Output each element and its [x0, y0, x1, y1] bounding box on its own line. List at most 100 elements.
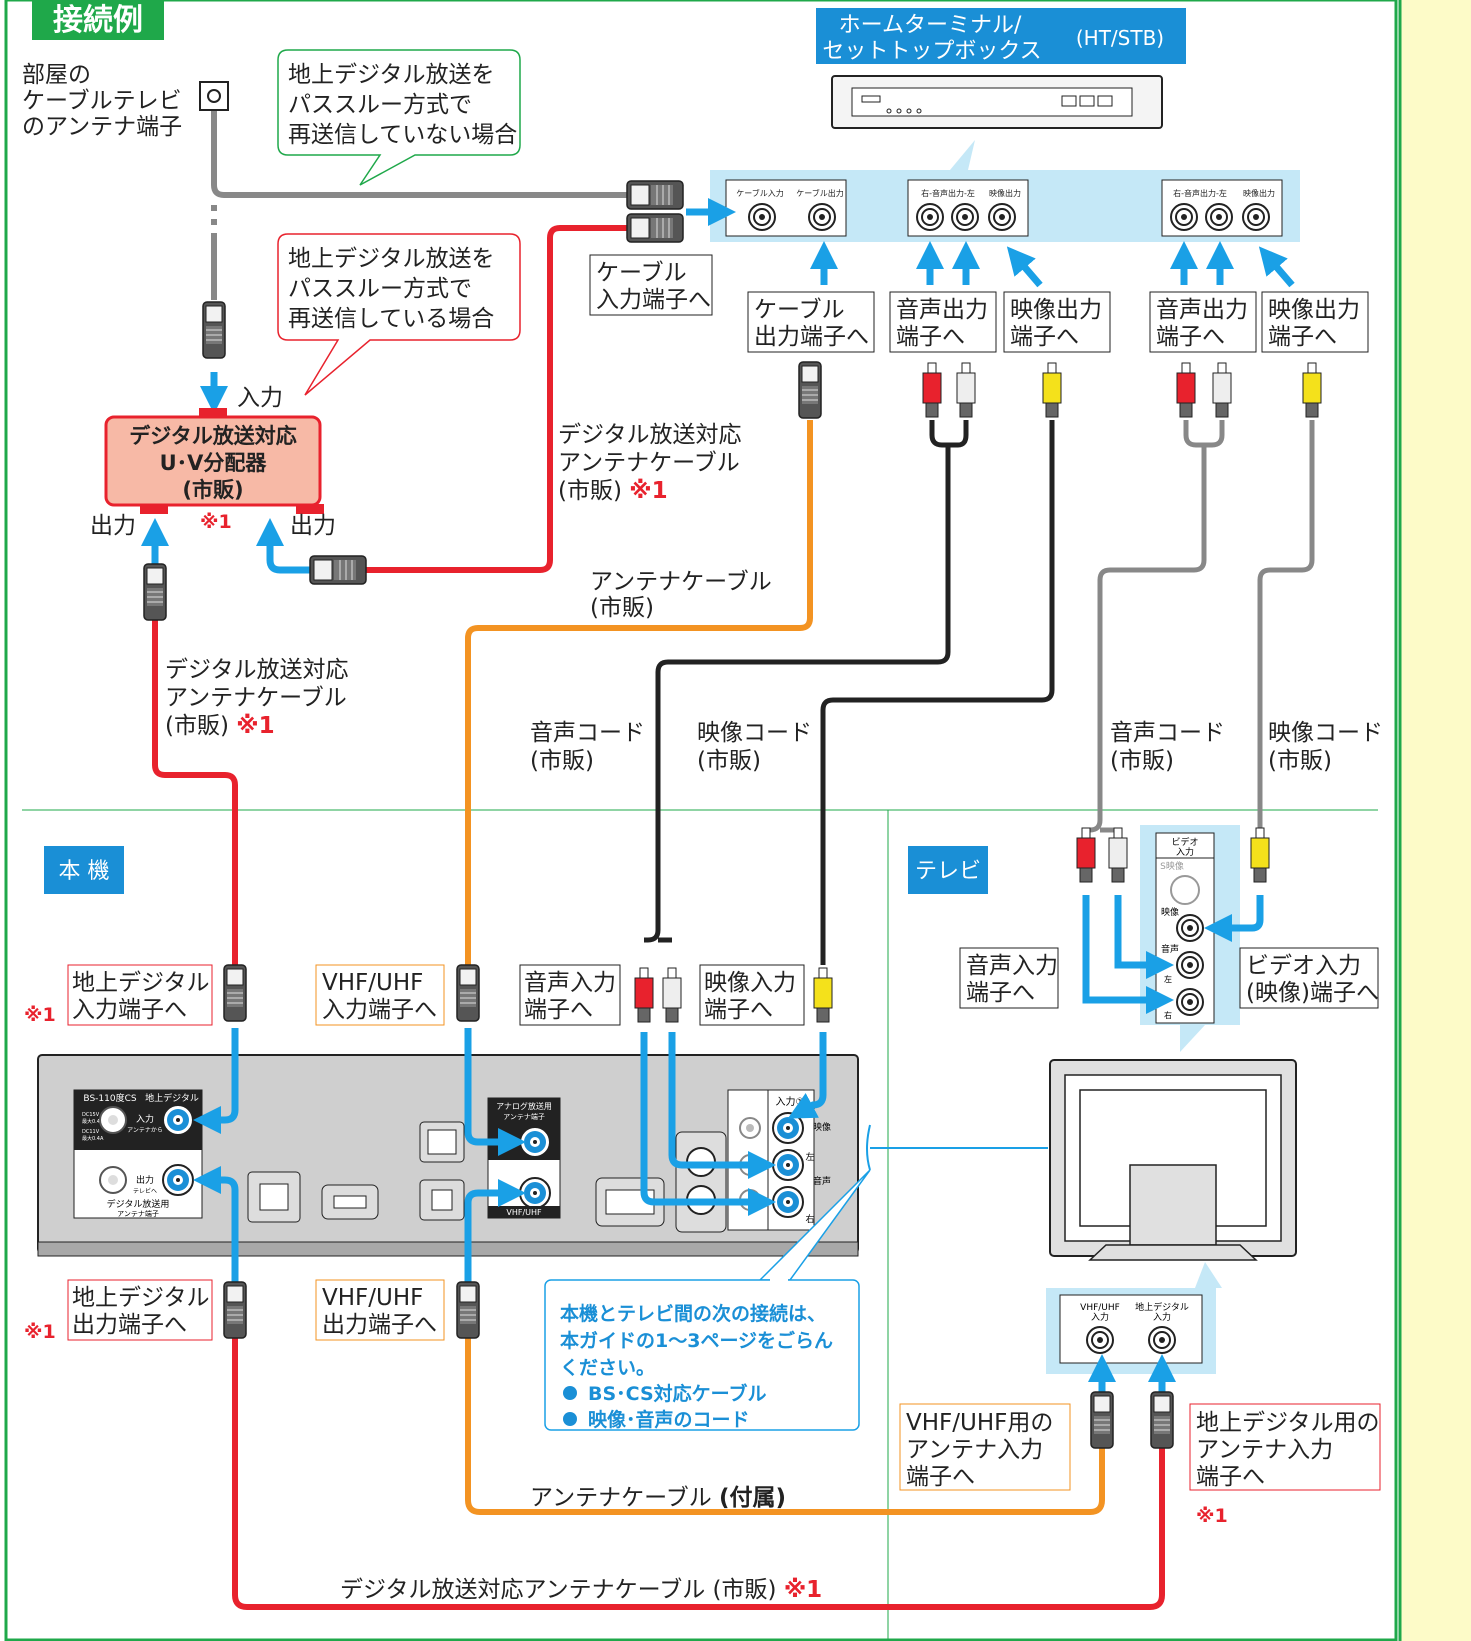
to-audio-out2-line1: 音声出力 — [1156, 297, 1248, 323]
tv-digital-label: 地上デジタル — [1135, 1301, 1189, 1313]
tv-audio-l-jack — [1176, 951, 1204, 979]
coax-plug-stb-out — [798, 361, 822, 419]
to-video-in-line2: 端子へ — [704, 997, 773, 1023]
rca-white-device — [662, 967, 682, 1023]
stb-title-line2: セットトップボックス — [822, 39, 1041, 64]
bubble1-line2: パススルー方式で — [288, 92, 472, 118]
tv-vhf-in-label: 入力 — [1091, 1311, 1109, 1323]
digital-cable-left-line2: アンテナケーブル — [165, 685, 347, 711]
rca-red-tv — [1076, 827, 1096, 883]
to-tv-digital-in-line1: 地上デジタル用の — [1196, 1410, 1380, 1436]
to-video-in-line1: 映像入力 — [704, 970, 796, 996]
mark-digital-in: ※1 — [24, 1004, 56, 1026]
info-box: 本機とテレビ間の次の接続は、 本ガイドの1〜3ページをごらん ください。 BS･… — [544, 1169, 871, 1431]
stb-cable-out-jack — [808, 203, 836, 231]
panel-antenna-terminal: アンテナ端子 — [117, 1209, 159, 1218]
this-unit-label: 本 機 — [59, 859, 110, 884]
to-digital-out-line2: 出力端子へ — [72, 1312, 187, 1338]
digital-cable-left-line3: (市販) ※1 — [165, 713, 275, 739]
info-line2: 本ガイドの1〜3ページをごらん — [560, 1329, 833, 1352]
to-cable-out-line2: 出力端子へ — [754, 324, 869, 350]
to-tv-digital-in-line3: 端子へ — [1196, 1464, 1265, 1490]
video-cord-left-line1: 映像コード — [697, 720, 812, 746]
to-digital-out-line1: 地上デジタル — [72, 1285, 210, 1311]
tv-right-label: 右 — [1164, 1010, 1172, 1020]
to-video-out-line1: 映像出力 — [1010, 297, 1102, 323]
panel-input: 入力 — [136, 1113, 154, 1125]
coax-plug-tv-vhf — [1090, 1391, 1114, 1449]
panel-to-tv: テレビへ — [133, 1187, 157, 1195]
audio-cord-left-line1: 音声コード — [530, 720, 645, 746]
device-digital-out-jack — [162, 1164, 194, 1196]
panel-digital: 地上デジタル — [145, 1092, 199, 1104]
recorder-body: BS-110度CS 地上デジタル DC15V 最大0.4A DC11V 最大0.… — [37, 1054, 1048, 1257]
digital-cable-left-line1: デジタル放送対応 — [165, 657, 349, 683]
bubble2-line2: パススルー方式で — [288, 276, 472, 302]
to-audio-in-line1: 音声入力 — [524, 970, 616, 996]
stb-video2-jack — [1242, 203, 1270, 231]
tv-audio-r-jack — [1176, 988, 1204, 1016]
to-tv-vhf-in-line1: VHF/UHF用の — [906, 1410, 1053, 1436]
rca-red-stb2 — [1176, 362, 1196, 418]
panel-input1: 入力① — [776, 1095, 805, 1108]
bubble1-line3: 再送信していない場合 — [288, 122, 517, 148]
to-digital-in-line1: 地上デジタル — [72, 970, 210, 996]
panel-dc15v: DC15V — [82, 1112, 100, 1118]
audio-cord-right-line1: 音声コード — [1110, 720, 1225, 746]
bubble2-line1: 地上デジタル放送を — [288, 246, 495, 272]
device-audio-l-jack — [772, 1149, 804, 1181]
room-terminal-line2: ケーブルテレビ — [22, 88, 182, 114]
to-cable-out-line1: ケーブル — [754, 297, 845, 323]
splitter-line3: (市販) — [182, 478, 243, 502]
digital-cable-upper-line2: アンテナケーブル — [558, 450, 740, 476]
digital-cable-bottom: デジタル放送対応アンテナケーブル (市販) ※1 — [340, 1577, 822, 1603]
rca-red-stb — [922, 362, 942, 418]
to-audio-out-line1: 音声出力 — [896, 297, 988, 323]
rca-yellow-stb2 — [1302, 362, 1322, 418]
stb: ホームターミナル/ セットトップボックス (HT/STB) ケーブル入力 ケーブ… — [710, 8, 1300, 242]
to-audio-in-line2: 端子へ — [524, 997, 593, 1023]
tv-vhf-uhf-label: VHF/UHF — [1080, 1303, 1120, 1313]
mark-splitter: ※1 — [200, 511, 232, 533]
stb-video-out2-label: 映像出力 — [1243, 188, 1275, 198]
coax-plug-device-digital-in — [223, 964, 247, 1022]
bubble-no-passthrough: 地上デジタル放送を パススルー方式で 再送信していない場合 — [277, 49, 521, 186]
splitter: デジタル放送対応 U･V分配器 (市販) — [104, 408, 324, 514]
room-terminal-line3: のアンテナ端子 — [22, 114, 182, 140]
stb-audio-l2-jack — [1205, 203, 1233, 231]
panel-analog-antenna: アンテナ端子 — [503, 1112, 545, 1121]
digital-cable-upper-line1: デジタル放送対応 — [558, 422, 742, 448]
panel-right: 右 — [805, 1213, 814, 1225]
splitter-output-left: 出力 — [90, 513, 136, 539]
tv-s-video-label: S映像 — [1160, 860, 1184, 872]
panel-analog: アナログ放送用 — [496, 1101, 552, 1111]
audio-cord-right-line2: (市販) — [1110, 748, 1174, 774]
tv-icon — [1049, 1059, 1297, 1261]
coax-plug-stb-red — [626, 213, 684, 243]
bubble1-line1: 地上デジタル放送を — [288, 62, 495, 88]
panel-maxa2: 最大0.4A — [82, 1135, 104, 1142]
panel-digital-terminal: デジタル放送用 — [107, 1198, 170, 1210]
panel-vhf-uhf: VHF/UHF — [506, 1208, 542, 1217]
antenna-cable-sold-line1: アンテナケーブル — [590, 569, 772, 595]
tv-vhf-jack — [1086, 1326, 1114, 1354]
coax-plug-device-vhf-out — [456, 1281, 480, 1339]
panel-dc11v: DC11V — [82, 1129, 100, 1135]
side-strip — [1400, 0, 1471, 1641]
to-tv-audio-in-line2: 端子へ — [966, 980, 1035, 1006]
coax-plug-splitter-out-right — [309, 555, 367, 585]
to-video-out-line2: 端子へ — [1010, 324, 1079, 350]
info-line1: 本機とテレビ間の次の接続は、 — [560, 1302, 826, 1325]
stb-cable-in-label: ケーブル入力 — [736, 188, 784, 198]
tv-video-jack — [1176, 914, 1204, 942]
digital-cable-upper-line3: (市販) ※1 — [558, 478, 668, 504]
coax-plug-stb-gray — [626, 180, 684, 210]
title-box — [32, 0, 164, 40]
panel-video: 映像 — [813, 1121, 831, 1133]
this-unit-badge — [44, 846, 124, 894]
tv-badge — [908, 846, 988, 894]
stb-audio-l-jack — [951, 203, 979, 231]
rca-yellow-tv — [1250, 827, 1270, 883]
